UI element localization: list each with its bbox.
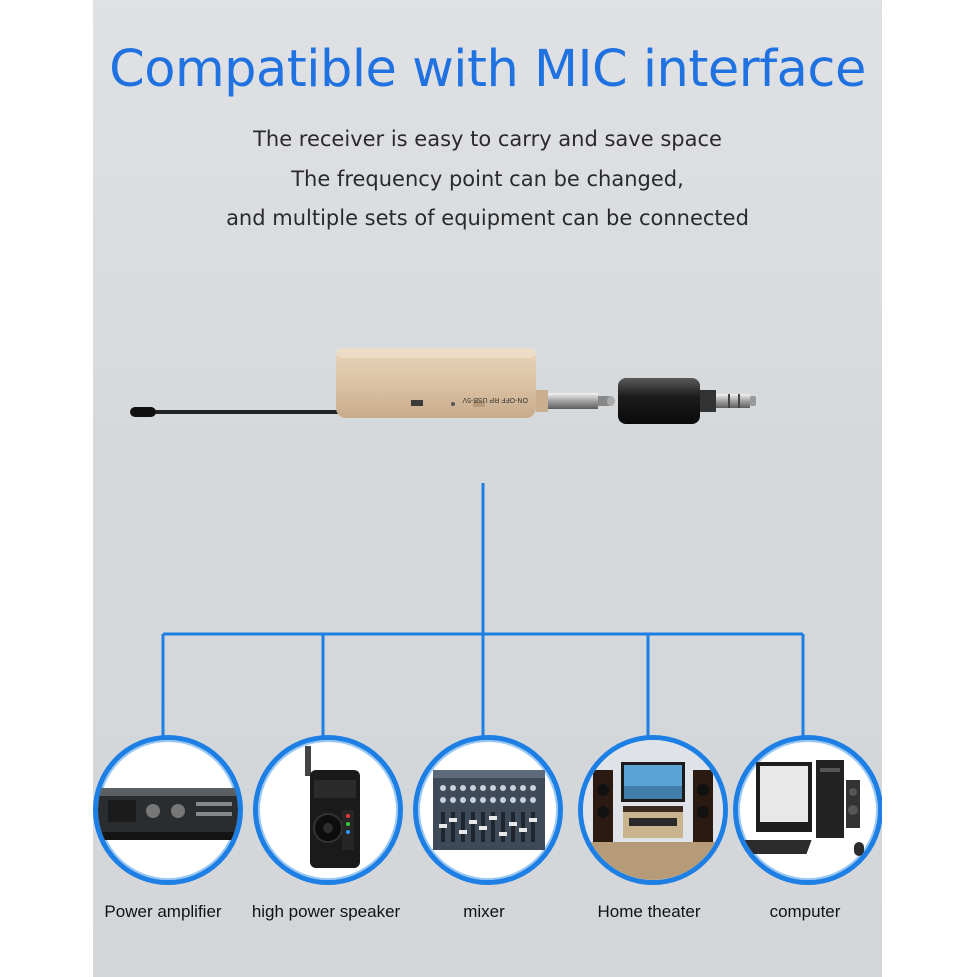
receiver-body <box>336 348 536 418</box>
subtitle-line-1: The receiver is easy to carry and save s… <box>253 127 722 151</box>
device-mixer <box>413 735 563 885</box>
connection-tree <box>161 483 805 737</box>
receiver-illustration: ON-OFF RP USB-5V <box>130 348 756 424</box>
subtitle-line-2: The frequency point can be changed, <box>291 167 684 191</box>
label-mixer: mixer <box>463 902 505 921</box>
antenna-icon <box>130 407 338 417</box>
adapter-icon <box>618 378 756 424</box>
product-panel: Compatible with MIC interface The receiv… <box>93 0 882 977</box>
mixer-icon <box>433 770 545 850</box>
label-high-power-speaker: high power speaker <box>251 902 401 921</box>
receiver-panel-text: ON-OFF RP USB-5V <box>462 396 528 403</box>
device-power-amplifier <box>93 735 243 885</box>
subtitle-line-3: and multiple sets of equipment can be co… <box>226 206 749 230</box>
device-home-theater <box>578 735 728 885</box>
device-computer <box>733 735 882 885</box>
headline: Compatible with MIC interface <box>109 40 866 99</box>
label-computer: computer <box>769 902 841 921</box>
computer-icon <box>738 760 864 856</box>
device-high-power-speaker <box>253 735 403 885</box>
label-home-theater: Home theater <box>597 902 701 921</box>
jack-plug-icon <box>536 390 615 412</box>
power-amplifier-icon <box>98 788 238 840</box>
home-theater-icon <box>583 740 723 880</box>
speaker-icon <box>305 746 360 868</box>
label-power-amplifier: Power amplifier <box>104 902 222 921</box>
